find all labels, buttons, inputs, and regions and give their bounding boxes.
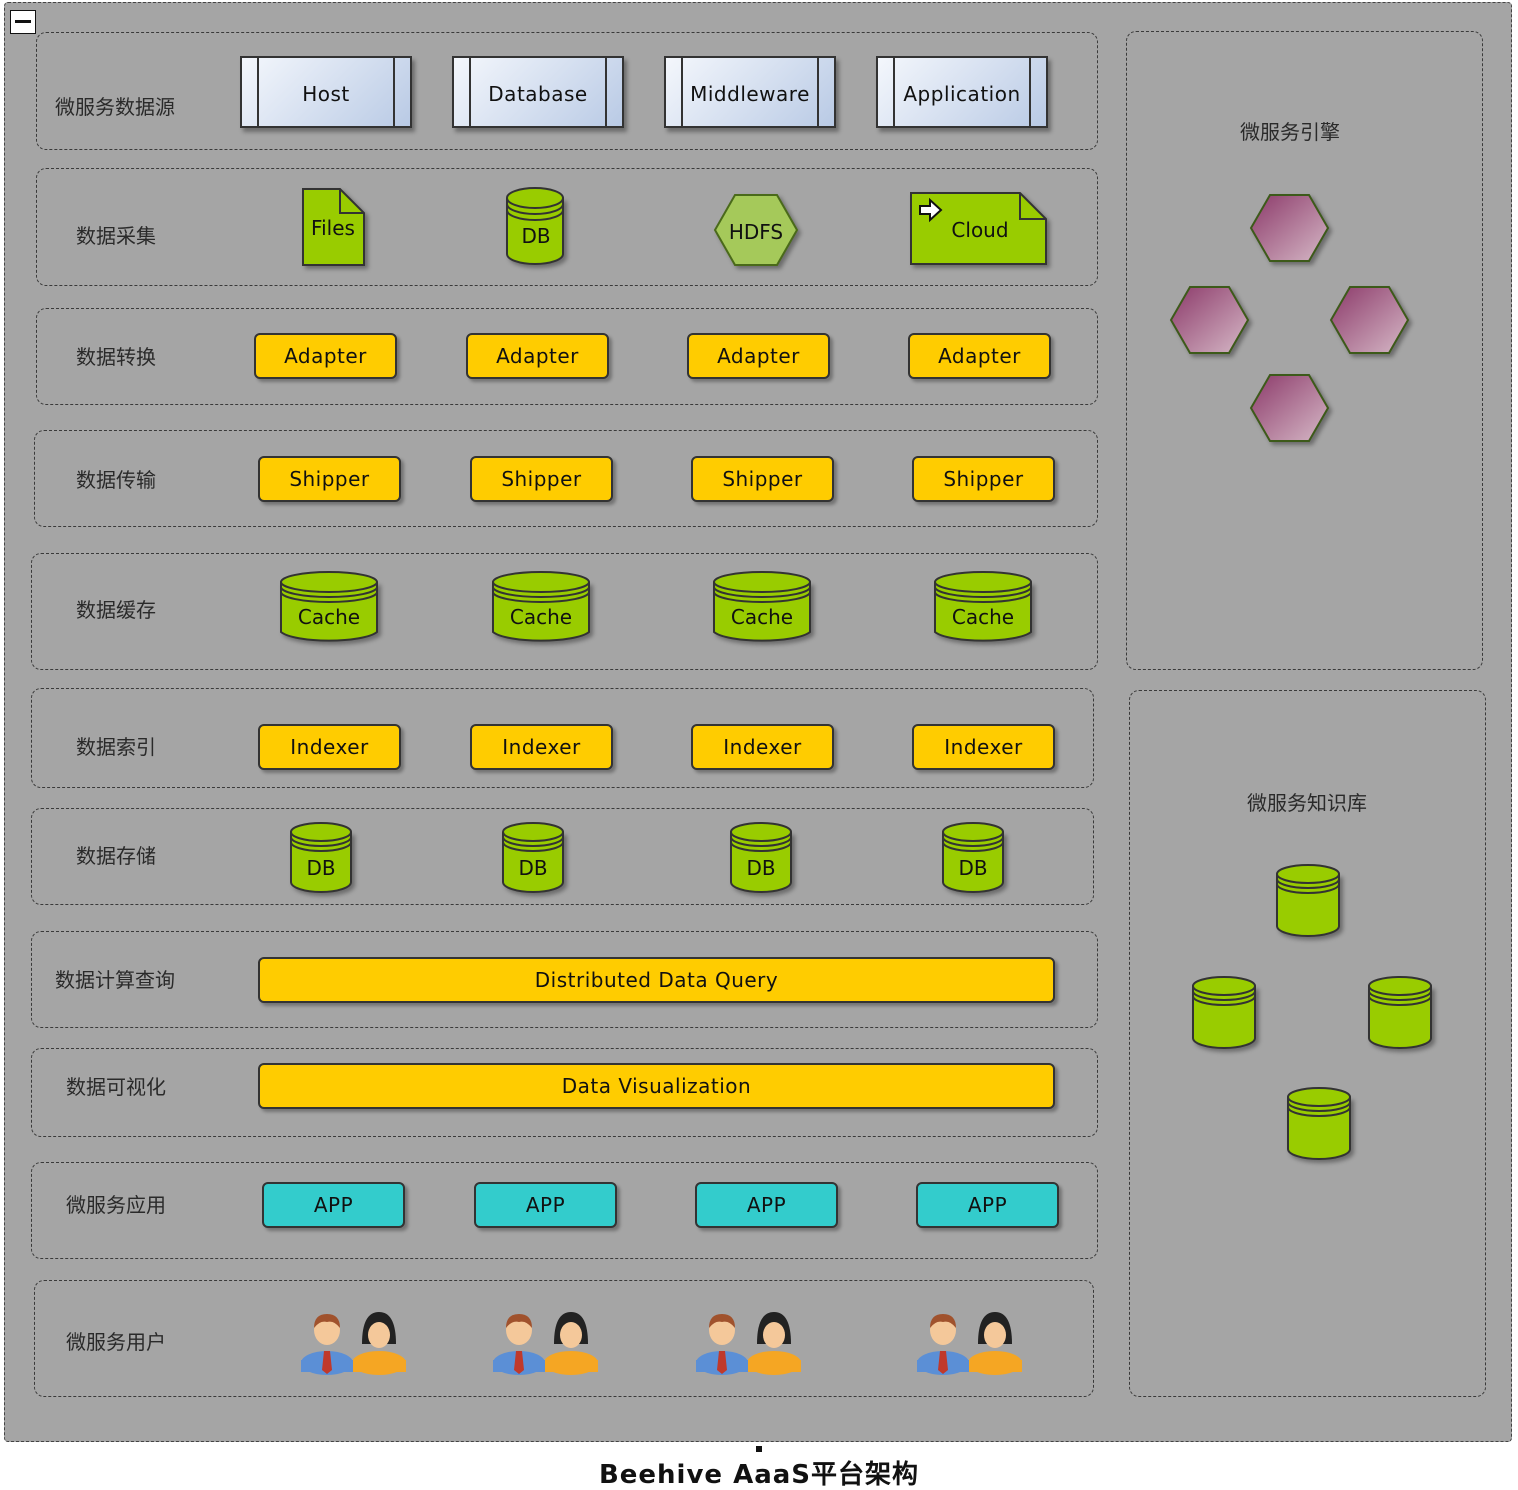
app-box[interactable]: APP [695,1182,838,1228]
lane-transport [34,430,1098,527]
lane-apps [31,1162,1098,1259]
database-cylinder-icon[interactable] [1285,1085,1355,1165]
engine-title: 微服务引擎 [1240,120,1340,144]
knowledge-title: 微服务知识库 [1247,791,1367,815]
indexer-box[interactable]: Indexer [912,724,1055,770]
lane-index [31,688,1094,788]
cache-cylinder-icon[interactable] [490,570,596,652]
user-group-icon[interactable] [300,1310,408,1375]
storage-label: DB [746,856,776,880]
app-box[interactable]: APP [262,1182,405,1228]
layer-label-cache: 数据缓存 [76,598,156,622]
database-icon[interactable] [504,186,570,272]
engine-panel [1126,31,1483,670]
shipper-box[interactable]: Shipper [691,456,834,502]
layer-label-compute: 数据计算查询 [55,968,175,992]
datasource-label: Application [903,82,1021,106]
datasource-application[interactable]: Application [876,56,1048,128]
file-icon[interactable] [300,186,370,272]
user-group-icon[interactable] [916,1310,1024,1375]
collect-label-hdfs: HDFS [728,220,784,244]
storage-label: DB [958,856,988,880]
knowledge-panel [1129,690,1486,1397]
hexagon-node-icon[interactable] [1328,284,1414,360]
datasource-host[interactable]: Host [240,56,412,128]
lane-users [34,1280,1094,1397]
layer-label-apps: 微服务应用 [66,1193,166,1217]
distributed-query-bar[interactable]: Distributed Data Query [258,957,1055,1003]
adapter-box[interactable]: Adapter [687,333,830,379]
datasource-label: Middleware [690,82,810,106]
lane-cache [31,553,1098,670]
adapter-box[interactable]: Adapter [254,333,397,379]
lane-visual [31,1048,1098,1137]
database-cylinder-icon[interactable] [1274,862,1344,942]
lane-collect [36,168,1098,286]
datasource-label: Host [302,82,350,106]
cache-cylinder-icon[interactable] [932,570,1038,652]
indexer-box[interactable]: Indexer [470,724,613,770]
database-icon[interactable] [500,820,568,898]
layer-label-transport: 数据传输 [76,468,156,492]
lane-datasource [36,32,1098,150]
app-box[interactable]: APP [916,1182,1059,1228]
layer-label-storage: 数据存储 [76,844,156,868]
diagram-title: Beehive AaaS平台架构 [598,1460,920,1490]
lane-compute [31,931,1098,1028]
cache-label: Cache [951,605,1015,629]
data-visualization-bar[interactable]: Data Visualization [258,1063,1055,1109]
datasource-middleware[interactable]: Middleware [664,56,836,128]
cache-label: Cache [509,605,573,629]
adapter-box[interactable]: Adapter [908,333,1051,379]
layer-label-visual: 数据可视化 [66,1075,166,1099]
shipper-box[interactable]: Shipper [470,456,613,502]
collapse-button[interactable] [10,10,36,34]
cache-label: Cache [730,605,794,629]
cloud-document-icon[interactable] [908,190,1052,272]
collect-label-db: DB [521,224,551,248]
adapter-box[interactable]: Adapter [466,333,609,379]
resize-handle[interactable] [756,1446,762,1452]
layer-label-transform: 数据转换 [76,345,156,369]
layer-label-index: 数据索引 [76,735,156,759]
database-icon[interactable] [288,820,356,898]
database-icon[interactable] [940,820,1008,898]
shipper-box[interactable]: Shipper [912,456,1055,502]
user-group-icon[interactable] [695,1310,803,1375]
hexagon-node-icon[interactable] [1168,284,1254,360]
hdfs-hexagon-icon[interactable] [712,192,802,270]
storage-label: DB [306,856,336,880]
hexagon-node-icon[interactable] [1248,372,1334,448]
cache-cylinder-icon[interactable] [711,570,817,652]
collect-label-cloud: Cloud [951,218,1009,242]
collect-label-files: Files [311,216,355,240]
cache-cylinder-icon[interactable] [278,570,384,652]
lane-transform [36,308,1098,405]
layer-label-collect: 数据采集 [76,224,156,248]
layer-label-datasource: 微服务数据源 [55,95,175,119]
app-box[interactable]: APP [474,1182,617,1228]
datasource-label: Database [488,82,588,106]
user-group-icon[interactable] [492,1310,600,1375]
database-icon[interactable] [728,820,796,898]
storage-label: DB [518,856,548,880]
hexagon-node-icon[interactable] [1248,192,1334,268]
shipper-box[interactable]: Shipper [258,456,401,502]
database-cylinder-icon[interactable] [1366,974,1436,1054]
layer-label-users: 微服务用户 [66,1330,166,1354]
lane-storage [31,808,1094,905]
indexer-box[interactable]: Indexer [691,724,834,770]
database-cylinder-icon[interactable] [1190,974,1260,1054]
cache-label: Cache [297,605,361,629]
indexer-box[interactable]: Indexer [258,724,401,770]
datasource-database[interactable]: Database [452,56,624,128]
